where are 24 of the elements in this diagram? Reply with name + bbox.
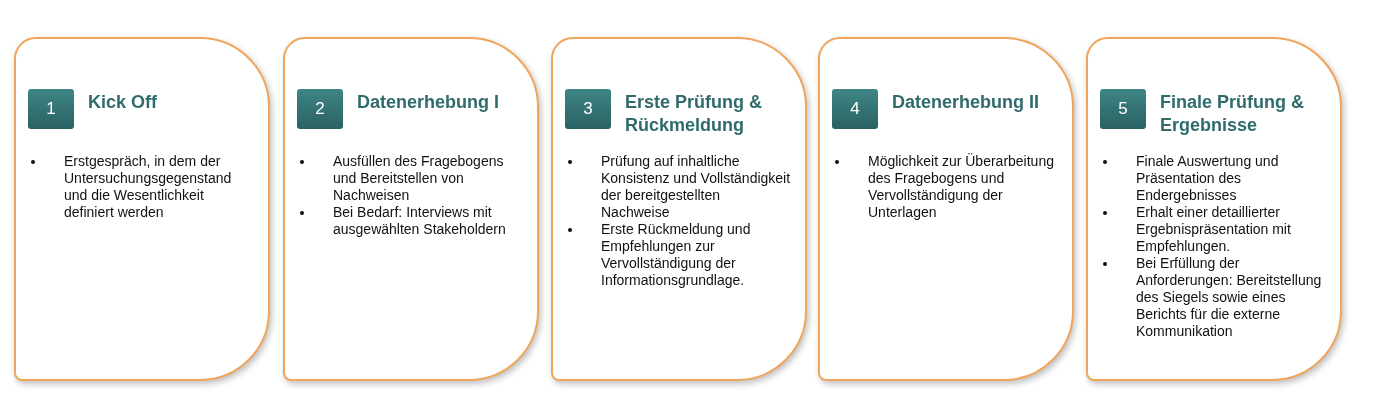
step-card <box>283 37 539 381</box>
bullet-text: Bei Bedarf: Interviews mit ausgewählten Stakeholdern <box>332 204 507 238</box>
bullet-text: Prüfung auf inhaltliche Konsistenz und Vollständigkeit der bereitgestellten Nachweise <box>600 153 791 221</box>
step-title: Datenerhebung I <box>357 91 500 114</box>
step-number-badge: 3 <box>565 89 611 129</box>
step-card <box>14 37 270 381</box>
step-number-badge: 4 <box>832 89 878 129</box>
bullet-text: Finale Auswertung und Präsentation des Endergebnisses <box>1135 153 1280 204</box>
bullet-text: Möglichkeit zur Überarbeitung des Fragebogens und Vervollständigung der Unterlagen <box>867 153 1055 221</box>
bullet-text: Bei Erfüllung der Anforderungen: Bereitstellung des Siegels sowie eines Berichts für die externe Kommunikation <box>1135 255 1323 340</box>
bullet-text: Erste Rückmeldung und Empfehlungen zur Vervollständigung der Informationsgrundlage. <box>600 221 752 289</box>
step-number-badge: 2 <box>297 89 343 129</box>
bullet-text: Ausfüllen des Fragebogens und Bereitstellen von Nachweisen <box>332 153 505 204</box>
step-number-badge: 5 <box>1100 89 1146 129</box>
bullet-text: Erhalt einer detaillierter Ergebnispräsentation mit Empfehlungen. <box>1135 204 1292 255</box>
step-title: Erste Prüfung & Rückmeldung <box>625 91 763 137</box>
step-card <box>551 37 807 381</box>
step-card <box>1086 37 1342 381</box>
step-number-badge: 1 <box>28 89 74 129</box>
step-title: Kick Off <box>88 91 158 114</box>
step-title: Datenerhebung II <box>892 91 1040 114</box>
step-title: Finale Prüfung & Ergebnisse <box>1160 91 1305 137</box>
step-card <box>818 37 1074 381</box>
bullet-text: Erstgespräch, in dem der Untersuchungsgegenstand und die Wesentlichkeit definiert werden <box>63 153 233 221</box>
